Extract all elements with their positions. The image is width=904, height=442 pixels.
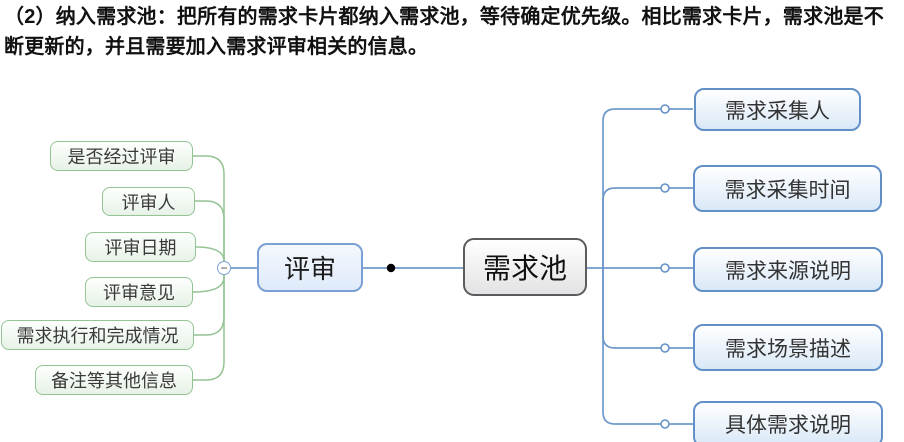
intro-paragraph: （2）纳入需求池：把所有的需求卡片都纳入需求池，等待确定优先级。相比需求卡片，需… <box>4 6 884 58</box>
node-source-desc[interactable]: 需求来源说明 <box>693 247 883 292</box>
node-scenario-desc[interactable]: 需求场景描述 <box>693 324 883 371</box>
node-review[interactable]: 评审 <box>257 243 363 292</box>
node-detail-desc[interactable]: 具体需求说明 <box>693 401 883 442</box>
node-review-date[interactable]: 评审日期 <box>85 232 196 262</box>
branch-point-icons <box>660 104 670 429</box>
node-execution-status[interactable]: 需求执行和完成情况 <box>1 320 194 350</box>
junction-dot-icon <box>386 263 396 273</box>
node-collect-time[interactable]: 需求采集时间 <box>693 165 882 212</box>
node-review-status[interactable]: 是否经过评审 <box>50 141 193 171</box>
node-remarks[interactable]: 备注等其他信息 <box>35 365 193 395</box>
right-connectors <box>231 108 693 425</box>
left-connectors <box>192 155 225 381</box>
collapse-minus-icon[interactable]: − <box>217 261 231 275</box>
node-collector[interactable]: 需求采集人 <box>694 88 861 131</box>
node-review-opinion[interactable]: 评审意见 <box>85 277 193 307</box>
node-reviewer[interactable]: 评审人 <box>102 187 195 216</box>
node-requirement-pool[interactable]: 需求池 <box>463 238 587 296</box>
